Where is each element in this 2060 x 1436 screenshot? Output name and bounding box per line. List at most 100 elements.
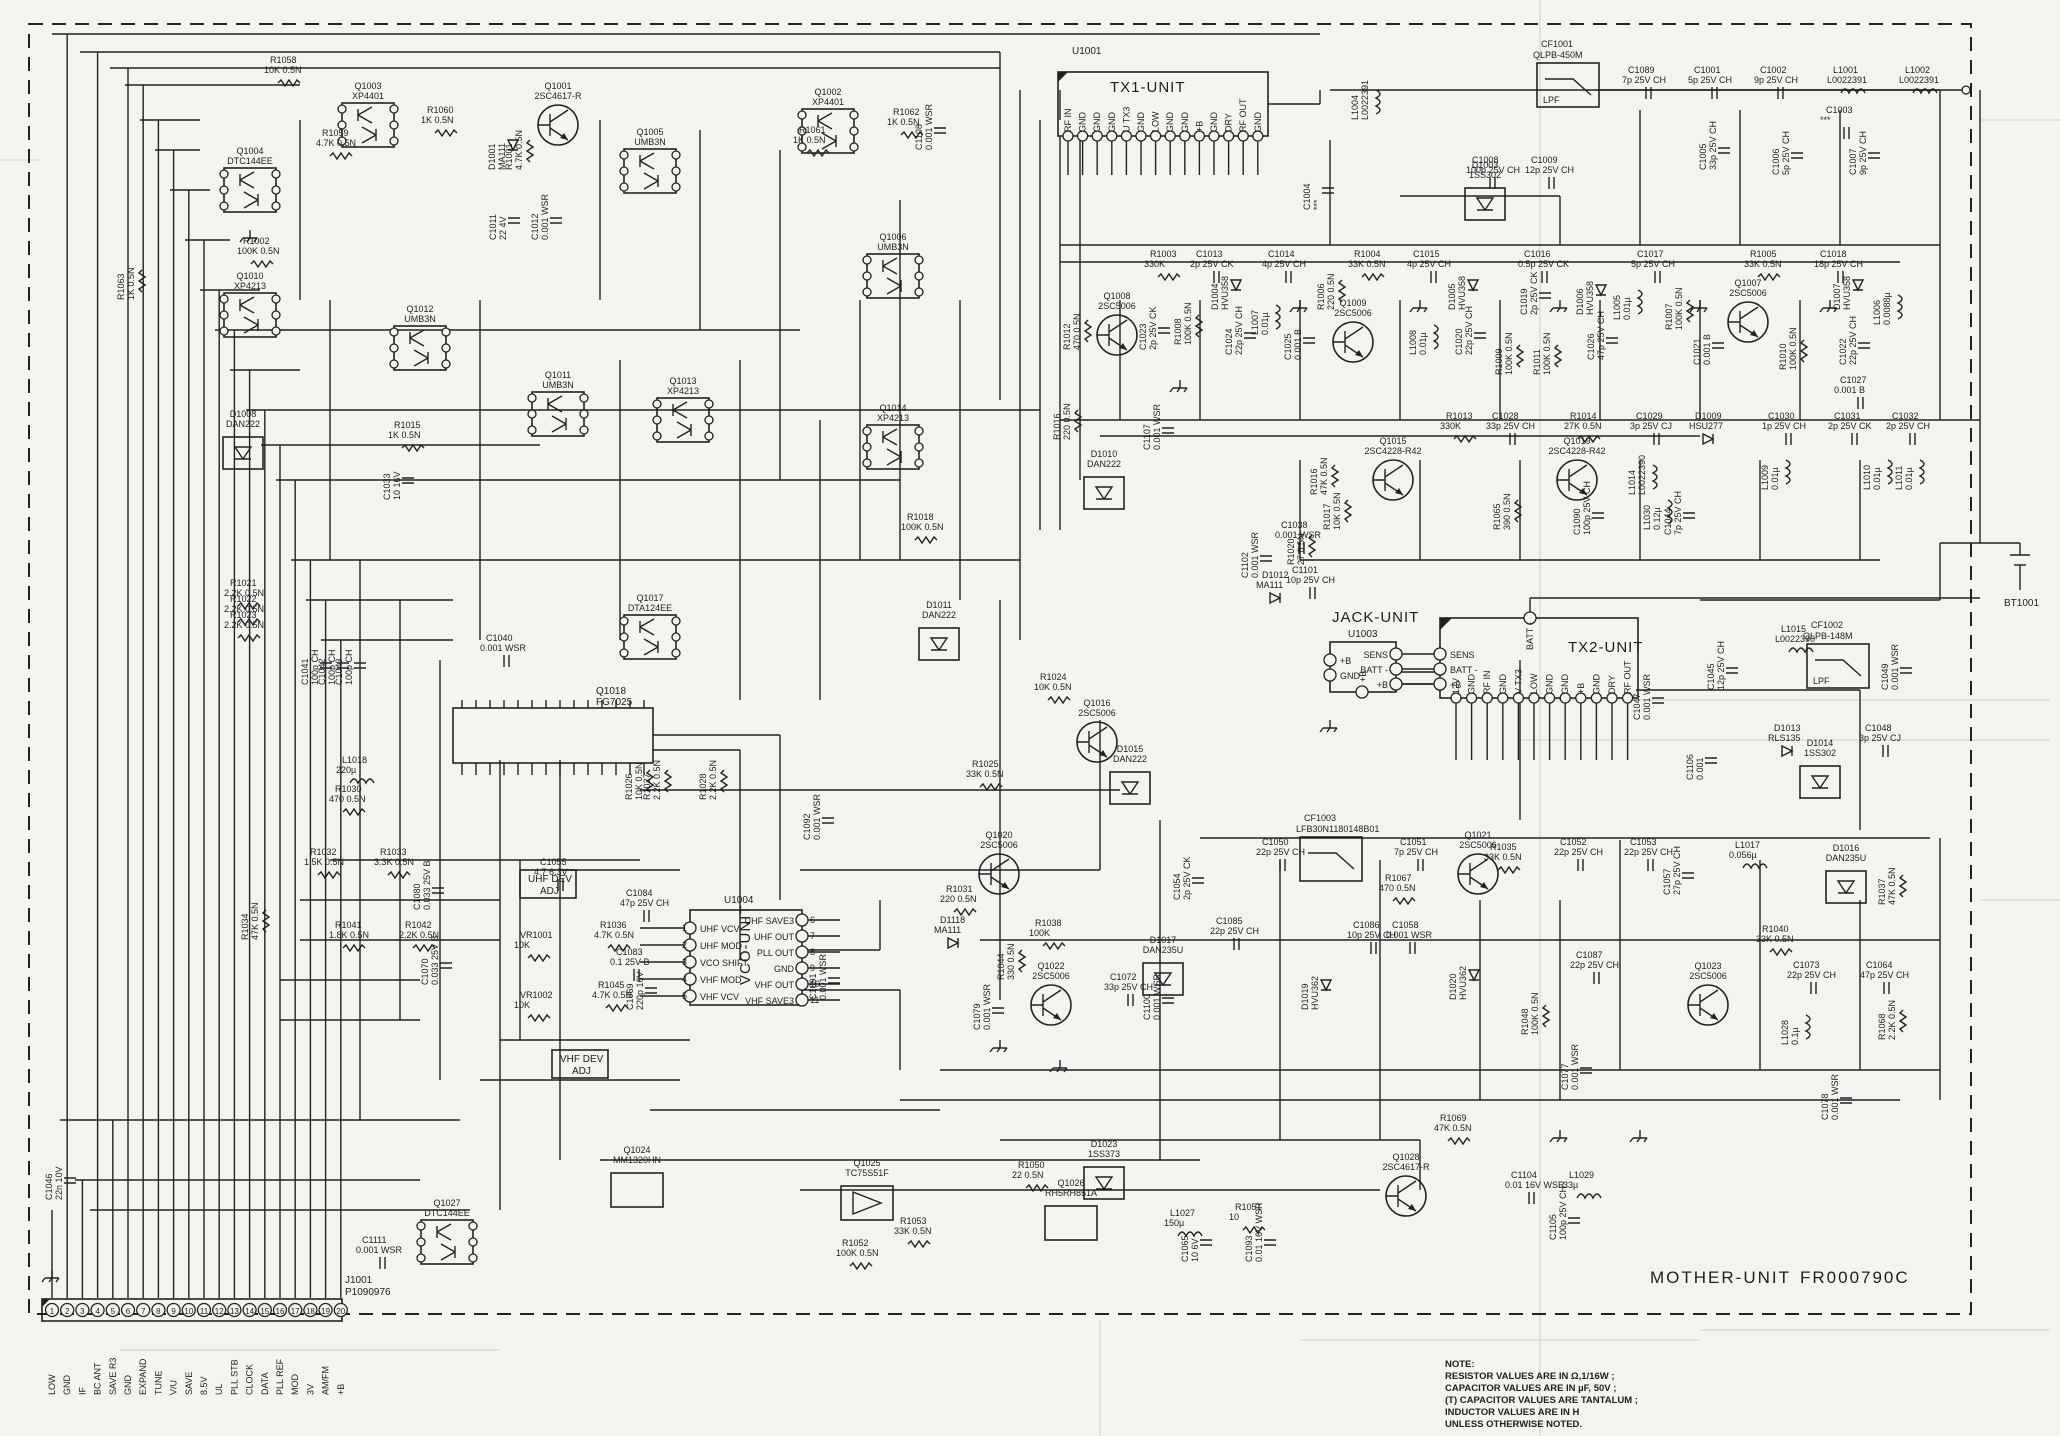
passive-value: L0022391 — [1360, 80, 1370, 120]
ground-icon — [1319, 720, 1338, 733]
passive-ref: L1008 — [1408, 330, 1418, 355]
passive-ref: C1084 — [626, 888, 653, 898]
connector-pin-number: 17 — [291, 1307, 300, 1316]
connector-pin-number: 10 — [184, 1307, 193, 1316]
passive-value: L0022391 — [1827, 75, 1867, 85]
tx2-pin-label: GND — [1545, 674, 1555, 695]
vco-pin-label: VHF OUT — [755, 980, 795, 990]
semiconductor-ref: Q1022 — [1037, 961, 1064, 971]
passive-ref: L1007 — [1250, 310, 1260, 335]
passive-value: 4.7K 0.5N — [594, 930, 634, 940]
passive-value: 1K 0.5N — [126, 267, 136, 300]
passive-value: 0.01µ — [1418, 332, 1428, 355]
passive-ref: R1040 — [1762, 924, 1789, 934]
passive-value: 47p 25V CH — [1860, 970, 1909, 980]
passive-ref: C1027 — [1840, 375, 1867, 385]
passive-value: 100K 0.5N — [1788, 327, 1798, 370]
pin — [242, 1302, 257, 1318]
semiconductor-part: 1SS373 — [1088, 1149, 1120, 1159]
passive-ref: L1009 — [1760, 465, 1770, 490]
connector-pin-number: 6 — [126, 1307, 131, 1316]
tx2-pin-label: GND — [1467, 674, 1477, 695]
pin — [1323, 668, 1337, 682]
passive-value: 2p 25V CK — [1529, 271, 1539, 315]
semiconductor-part: DAN235U — [1143, 945, 1184, 955]
passive-value: 18p 25V CH — [1814, 259, 1863, 269]
passive-ref: R1059 — [322, 128, 349, 138]
passive-ref: C1107 — [1142, 424, 1152, 450]
passive-value: 0.01µ — [1770, 467, 1780, 490]
pin — [333, 1302, 348, 1318]
jack-pin-label: +B — [1377, 680, 1388, 690]
passive-value: 0.001 WSR — [540, 193, 550, 240]
passive-ref: C1007 — [1848, 148, 1858, 175]
passive-ref: R1008 — [1173, 318, 1183, 345]
pin — [288, 1302, 303, 1318]
semiconductor-ref: Q1013 — [669, 376, 696, 386]
passive-value: 33K 0.5N — [1348, 259, 1386, 269]
passive-value: 100K 0.5N — [237, 246, 280, 256]
passive-ref: R1062 — [893, 107, 920, 117]
passive-ref: C1026 — [1586, 333, 1596, 360]
semiconductor-ref: Q1021 — [1464, 830, 1491, 840]
passive-value: 100p 25V CH — [1558, 1186, 1568, 1240]
vco-pin-label: VHF SAVE3 — [745, 996, 794, 1006]
passive-value: 100p CH — [344, 649, 354, 685]
passive-value: 1K 0.5N — [388, 430, 421, 440]
passive-ref: C1077 — [1560, 1063, 1570, 1090]
wires — [51, 33, 1981, 1298]
passive-value: 100K 0.5N — [1530, 992, 1540, 1035]
passive-ref: C1003 — [1826, 105, 1853, 115]
tx2-side-pin-label: BATT - — [1450, 665, 1478, 675]
passive-ref: C1080 — [412, 883, 422, 910]
passive-value: 100K 0.5N — [1504, 332, 1514, 375]
uhf-dev-adj-box: UHF DEV ADJ — [519, 869, 577, 899]
passive-ref: C1013 — [1196, 249, 1223, 259]
passive-ref: R1061 — [799, 125, 826, 135]
semiconductor-ref: Q1025 — [853, 1158, 880, 1168]
semiconductor-ref: Q1026 — [1057, 1178, 1084, 1188]
passive-value: 330 0.5N — [1006, 943, 1016, 980]
passive-value: 10 — [1229, 1212, 1239, 1222]
passive-value: 100p 25V CH — [1582, 481, 1592, 535]
tx1-pin-label: RF IN — [1063, 109, 1073, 133]
passive-ref: C1049 — [1880, 663, 1890, 690]
passive-ref: R1053 — [900, 1216, 927, 1226]
passive-value: 10K 0.5N — [634, 762, 644, 800]
passive-ref: R1038 — [1035, 918, 1062, 928]
passive-ref: R1031 — [946, 884, 973, 894]
semiconductor-part: UMB3N — [542, 380, 574, 390]
connector-pin-number: 14 — [245, 1307, 254, 1316]
vco-pin-number: 4 — [682, 974, 687, 984]
passive-ref: C1052 — [1560, 837, 1587, 847]
ground-icon — [1049, 1060, 1068, 1073]
passive-value: 2.2K 0.5N — [224, 588, 264, 598]
passive-ref: C1041 — [300, 658, 310, 685]
passive-value: 33K 0.5N — [894, 1226, 932, 1236]
connector-pin-label: AM/FM — [321, 1366, 331, 1395]
passive-ref: C1105 — [1548, 1214, 1558, 1240]
pin — [795, 945, 809, 959]
